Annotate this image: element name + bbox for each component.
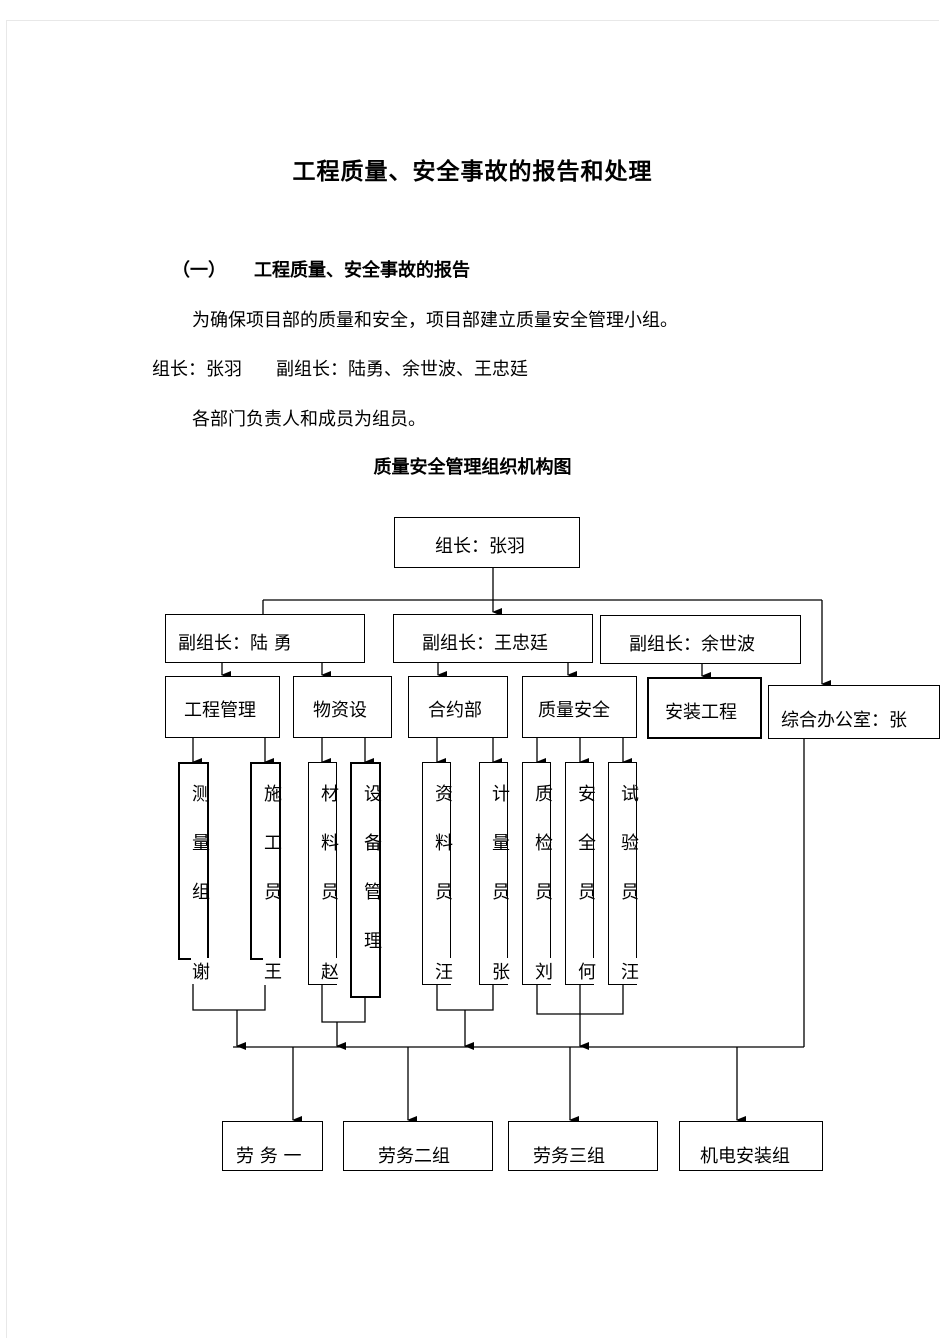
staff-text-material: 材料员	[321, 784, 339, 903]
deputy-box-lu: 副组长：陆 勇	[165, 614, 365, 663]
paragraph-1: 为确保项目部的质量和安全，项目部建立质量安全管理小组。	[192, 310, 678, 331]
staff-name-documents: 汪	[434, 958, 454, 984]
staff-text-survey: 测量组	[192, 784, 210, 903]
page-title: 工程质量、安全事故的报告和处理	[292, 158, 653, 185]
deputy-label-lu: 副组长：陆 勇	[178, 633, 292, 654]
dept-contracts: 合约部	[408, 676, 508, 738]
deputy-label-yu: 副组长：余世波	[629, 634, 755, 655]
staff-name-testing: 汪	[620, 958, 640, 984]
leader-box: 组长：张羽	[394, 517, 580, 568]
labor-label: 劳务二组	[378, 1146, 450, 1167]
staff-text-equipment: 设备管理	[364, 784, 382, 952]
staff-box-material	[308, 762, 337, 985]
staff-name-metering: 张	[491, 958, 511, 984]
staff-text-inspector: 质检员	[535, 784, 553, 903]
dept-label: 安装工程	[665, 702, 737, 723]
dept-label: 物资设	[313, 700, 367, 721]
chart-title: 质量安全管理组织机构图	[373, 457, 572, 478]
staff-name-material: 赵	[320, 958, 340, 984]
dept-quality-safety: 质量安全	[522, 676, 637, 738]
labor-group-2: 劳务二组	[343, 1121, 493, 1171]
dept-label: 合约部	[428, 700, 482, 721]
staff-box-equipment	[350, 762, 381, 998]
staff-text-safety: 安全员	[578, 784, 596, 903]
staff-box-inspector	[522, 762, 551, 985]
dept-general-office: 综合办公室：张	[768, 685, 940, 739]
dept-engineering: 工程管理	[165, 676, 280, 738]
staff-box-survey	[178, 762, 209, 960]
paragraph-3: 各部门负责人和成员为组员。	[192, 409, 426, 430]
leader-text: 组长：张羽	[152, 359, 242, 380]
staff-name-inspector: 刘	[534, 958, 554, 984]
staff-text-metering: 计量员	[492, 784, 510, 903]
labor-group-mep: 机电安装组	[679, 1121, 823, 1171]
deputy-box-yu: 副组长：余世波	[600, 615, 801, 664]
dept-label: 工程管理	[184, 700, 256, 721]
section-number: （一）	[172, 260, 226, 281]
staff-box-safety	[565, 762, 594, 985]
dept-materials: 物资设	[293, 676, 392, 738]
deputy-label-wang: 副组长：王忠廷	[422, 633, 548, 654]
paragraph-2: 组长：张羽 副组长：陆勇、余世波、王忠廷	[152, 355, 528, 381]
section-title: 工程质量、安全事故的报告	[254, 260, 470, 281]
staff-box-testing	[608, 762, 637, 985]
staff-name-construction: 王	[263, 958, 283, 984]
staff-text-construction: 施工员	[264, 784, 282, 903]
dept-label: 综合办公室：张	[781, 710, 907, 731]
labor-group-1: 劳 务 一	[222, 1121, 323, 1171]
staff-text-testing: 试验员	[621, 784, 639, 903]
leader-label: 组长：张羽	[435, 536, 525, 557]
labor-group-3: 劳务三组	[508, 1121, 658, 1171]
staff-box-construction	[250, 762, 281, 960]
labor-label: 机电安装组	[700, 1146, 790, 1167]
deputy-box-wang: 副组长：王忠廷	[393, 614, 593, 663]
labor-label: 劳务三组	[533, 1146, 605, 1167]
page-border	[6, 20, 939, 1338]
staff-box-documents	[422, 762, 451, 985]
dept-label: 质量安全	[538, 700, 610, 721]
staff-text-documents: 资料员	[435, 784, 453, 903]
labor-label: 劳 务 一	[236, 1146, 302, 1167]
staff-box-metering	[479, 762, 508, 985]
section-heading: （一） 工程质量、安全事故的报告	[172, 256, 470, 282]
staff-name-safety: 何	[577, 958, 597, 984]
deputies-text: 副组长：陆勇、余世波、王忠廷	[276, 359, 528, 380]
dept-installation: 安装工程	[647, 677, 762, 739]
staff-name-survey: 谢	[191, 958, 211, 984]
